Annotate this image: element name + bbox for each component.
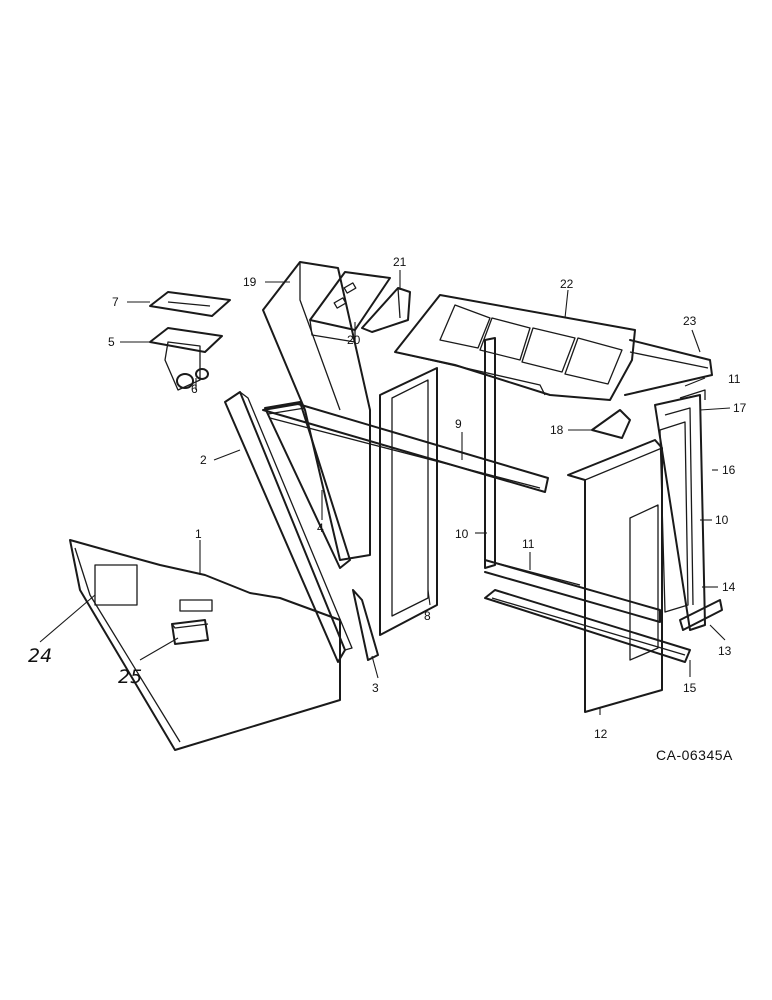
part-25-slot (179, 599, 213, 612)
part-20-mount-plate (309, 271, 391, 343)
callout-3: 3 (372, 681, 379, 695)
callout-22: 22 (560, 277, 574, 291)
callout-15: 15 (683, 681, 697, 695)
part-5-bracket (149, 327, 223, 391)
part-10-back-frame (484, 337, 661, 623)
callout-11a: 11 (522, 537, 535, 551)
callout-9: 9 (455, 417, 462, 431)
callout-16: 16 (722, 463, 736, 477)
callout-14: 14 (722, 580, 736, 594)
callout-20: 20 (347, 333, 361, 347)
callout-11b: 11 (728, 372, 741, 386)
part-24-window-cutout (94, 564, 138, 606)
part-25-handle (171, 619, 209, 645)
part-7-plate (149, 291, 231, 317)
callout-5: 5 (108, 335, 115, 349)
callout-23: 23 (683, 314, 697, 328)
part-23-angle-bar (624, 339, 713, 396)
callout-24: 24 (28, 645, 52, 667)
callout-18: 18 (550, 423, 564, 437)
part-19-angled-panel (262, 261, 371, 561)
part-15-bottom-rail (484, 589, 691, 663)
callout-21: 21 (393, 255, 407, 269)
part-1-side-panel (69, 539, 341, 751)
callout-10a: 10 (455, 527, 469, 541)
callout-13: 13 (718, 644, 732, 658)
part-11-cross-member (484, 559, 581, 586)
part-16-end-frame (654, 394, 706, 631)
callout-25: 25 (118, 666, 142, 688)
callout-4: 4 (317, 521, 324, 535)
part-22-top-frame (394, 294, 636, 401)
callout-2: 2 (200, 453, 207, 467)
callout-1: 1 (195, 527, 202, 541)
callout-19: 19 (243, 275, 257, 289)
part-18-gusset (591, 409, 631, 439)
callout-8: 8 (424, 609, 431, 623)
callout-6: 6 (191, 382, 198, 396)
callout-17: 17 (733, 401, 747, 415)
part-6-bushing (176, 368, 209, 389)
callout-12: 12 (594, 727, 608, 741)
part-21-angle-bracket (361, 287, 411, 333)
part-17-strip (679, 389, 706, 400)
callout-7: 7 (112, 295, 119, 309)
part-13-base-plate (679, 599, 723, 631)
callout-labels: 1 2 3 4 5 6 7 8 9 10 10 11 11 12 13 14 1… (28, 255, 747, 741)
part-12-side-panel (567, 439, 663, 713)
part-8-frame (379, 367, 438, 636)
part-14-inner-frame (659, 421, 689, 613)
callout-10b: 10 (715, 513, 729, 527)
part-2-channel (224, 391, 353, 663)
part-3-bracket (352, 589, 379, 661)
drawing-code: CA-06345A (656, 747, 733, 763)
leader-lines (39, 270, 731, 715)
